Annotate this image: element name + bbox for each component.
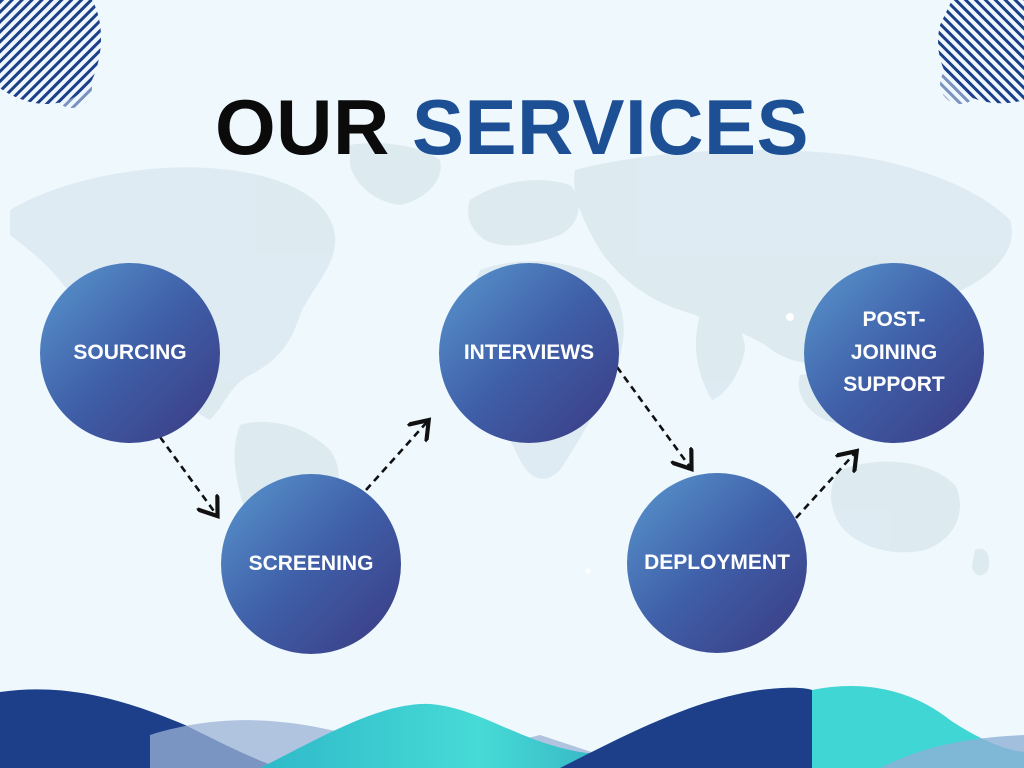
arrow-sourcing-to-screening	[158, 436, 216, 514]
step-label-screening: SCREENING	[248, 552, 374, 576]
title-word-services: SERVICES	[411, 83, 810, 171]
label-line-3: SUPPORT	[843, 373, 945, 397]
step-circle-sourcing: SOURCING	[40, 263, 220, 443]
label-line-1: POST-	[862, 308, 926, 332]
step-label-sourcing: SOURCING	[73, 341, 187, 365]
map-europe	[468, 180, 579, 246]
arrow-deployment-to-support	[795, 453, 855, 519]
map-new-zealand	[972, 548, 990, 576]
step-label-interviews: INTERVIEWS	[463, 341, 595, 365]
arrow-interviews-to-deployment	[615, 366, 690, 467]
map-australia	[831, 461, 961, 553]
step-circle-post-joining-support: POST- JOINING SUPPORT	[804, 263, 984, 443]
wave-teal-center	[260, 703, 700, 768]
step-circle-interviews: INTERVIEWS	[439, 263, 619, 443]
sparkle-dot	[786, 313, 794, 321]
map-greenland	[350, 143, 441, 205]
title-word-our: OUR	[214, 83, 390, 171]
map-india	[695, 314, 745, 400]
step-circle-deployment: DEPLOYMENT	[627, 473, 807, 653]
sparkle-dot	[585, 568, 591, 574]
step-label-post-joining-support: POST- JOINING SUPPORT	[843, 304, 945, 402]
step-label-deployment: DEPLOYMENT	[644, 551, 790, 575]
step-circle-screening: SCREENING	[221, 474, 401, 654]
page-title: OUR SERVICES	[0, 88, 1024, 166]
wave-light-blue-right	[880, 735, 1024, 768]
dot-cluster-right	[940, 64, 980, 104]
label-line-2: JOINING	[850, 340, 938, 364]
wave-navy-right	[560, 687, 812, 768]
stripe-decoration-left	[0, 0, 101, 108]
bottom-wave-decoration	[0, 685, 1024, 768]
dot-cluster-left	[52, 68, 92, 108]
arrow-screening-to-interviews	[365, 422, 427, 491]
stripe-decoration-right	[938, 0, 1024, 104]
